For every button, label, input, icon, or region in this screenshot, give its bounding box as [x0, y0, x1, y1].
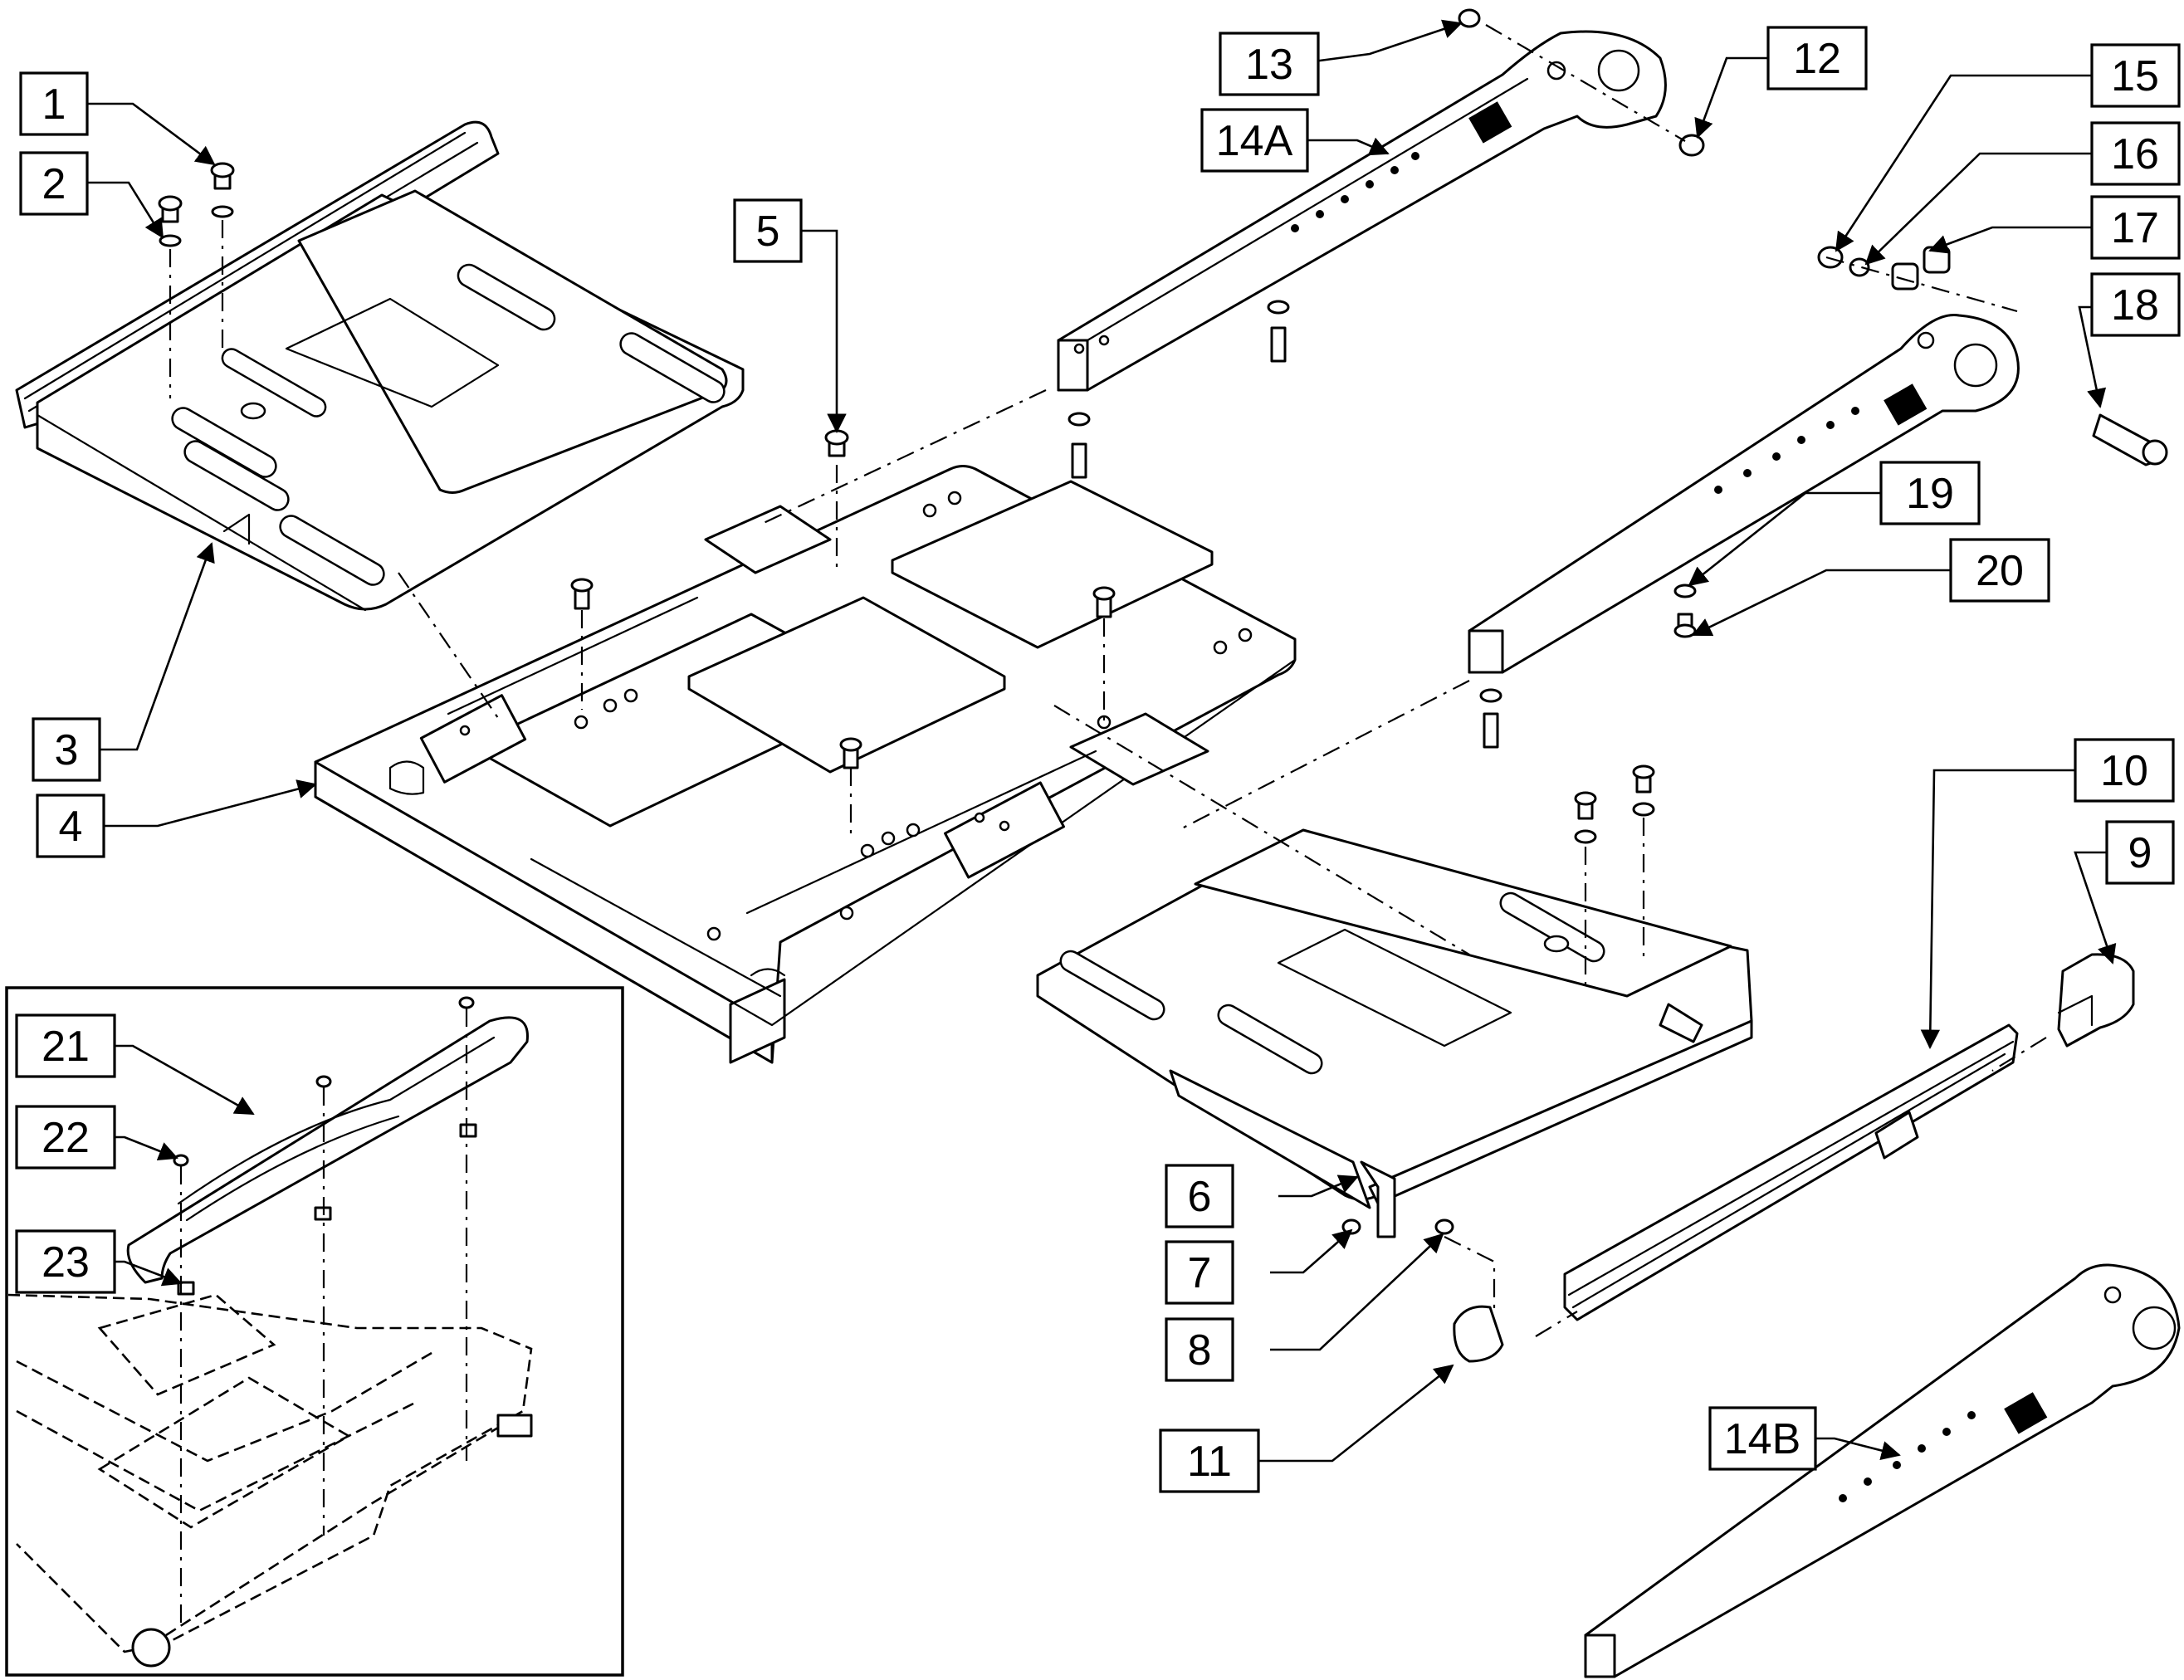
arm-rail-14b: [1584, 1263, 2181, 1678]
right-arm-rail: [1468, 314, 2020, 674]
callout-label: 1: [42, 81, 66, 129]
callout-20: 20: [1949, 538, 2050, 603]
callout-label: 16: [2111, 130, 2159, 178]
assembly-lines: [169, 24, 2047, 1337]
callout-21: 21: [15, 1013, 116, 1078]
callout-label: 15: [2111, 52, 2159, 100]
callout-10: 10: [2074, 738, 2175, 803]
inset-detail: [5, 986, 624, 1677]
callout-label: 5: [756, 208, 780, 256]
callout-label: 14B: [1724, 1415, 1801, 1463]
callout-11: 11: [1159, 1428, 1260, 1493]
callout-14a: 14A: [1200, 108, 1309, 173]
callout-label: 13: [1245, 41, 1293, 89]
callout-2: 2: [19, 151, 89, 216]
callout-19: 19: [1879, 461, 1981, 525]
callout-4: 4: [36, 794, 105, 858]
callout-label: 6: [1188, 1173, 1212, 1221]
callout-label: 3: [55, 726, 79, 774]
callout-label: 18: [2111, 281, 2159, 330]
callout-13: 13: [1219, 32, 1320, 96]
callout-9: 9: [2105, 820, 2175, 885]
callout-label: 14A: [1216, 117, 1293, 165]
callout-label: 21: [42, 1023, 90, 1071]
bumper-11: [1453, 1305, 1504, 1363]
callout-7: 7: [1165, 1240, 1234, 1305]
side-rail-10: [1563, 1023, 2019, 1321]
callout-18: 18: [2090, 272, 2181, 337]
callout-5: 5: [733, 198, 803, 263]
callout-label: 23: [42, 1238, 90, 1287]
callout-label: 7: [1188, 1249, 1212, 1297]
center-base-frame: [314, 465, 1297, 1064]
callout-label: 12: [1793, 35, 1841, 83]
screw-5: [824, 429, 849, 457]
callout-1: 1: [19, 71, 89, 136]
right-seat-pan: [1036, 828, 1753, 1238]
upper-arm-rail-14a: [1057, 30, 1667, 392]
callout-17: 17: [2090, 195, 2181, 260]
callout-label: 19: [1906, 470, 1954, 518]
callout-label: 22: [42, 1114, 90, 1162]
callout-label: 10: [2100, 747, 2148, 795]
screw-2: [158, 195, 183, 247]
callout-label: 17: [2111, 204, 2159, 252]
callout-8: 8: [1165, 1317, 1234, 1382]
callout-label: 20: [1976, 547, 2024, 595]
callout-label: 11: [1187, 1438, 1232, 1486]
callout-12: 12: [1766, 26, 1868, 90]
callout-23: 23: [15, 1229, 116, 1294]
callout-label: 8: [1188, 1326, 1212, 1375]
callout-22: 22: [15, 1105, 116, 1170]
callout-6: 6: [1165, 1164, 1234, 1228]
callout-16: 16: [2090, 121, 2181, 186]
callout-label: 9: [2128, 829, 2152, 877]
end-cap-9: [2057, 953, 2135, 1048]
callout-15: 15: [2090, 43, 2181, 108]
screw-1: [210, 162, 235, 218]
callout-14b: 14B: [1708, 1406, 1817, 1471]
callout-boxes: 1 2 3 4 5 6 7 8 9 10 11 12 13 14A 14B 15…: [15, 26, 2181, 1493]
callout-3: 3: [32, 717, 101, 782]
callout-label: 2: [42, 160, 66, 208]
left-seat-pan: [15, 120, 745, 612]
leader-lines: [80, 19, 2117, 1463]
hardware: [158, 8, 2168, 1235]
callout-label: 4: [59, 803, 83, 851]
